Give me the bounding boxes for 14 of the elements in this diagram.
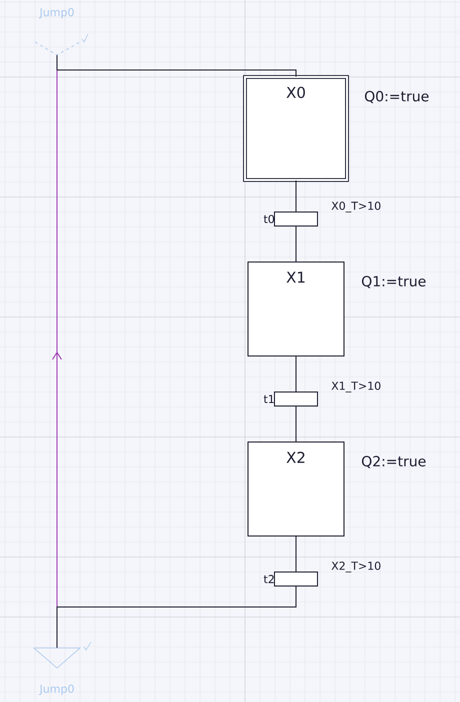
transition-name: t0 bbox=[264, 214, 274, 224]
step-box: X2 bbox=[248, 442, 344, 536]
step-box: X0 bbox=[243, 75, 349, 182]
transition-name: t1 bbox=[264, 395, 274, 404]
action-text: Q2:=true bbox=[362, 456, 426, 468]
transition-name: t2 bbox=[264, 574, 274, 584]
connector-line bbox=[56, 54, 296, 78]
transition-condition: X2_T>10 bbox=[332, 562, 380, 572]
transition-condition: X0_T>10 bbox=[332, 202, 380, 212]
transition-condition: X1_T>10 bbox=[332, 382, 380, 392]
action-text: Q0:=true bbox=[364, 90, 429, 104]
action-text: Q1:=true bbox=[362, 276, 426, 288]
connector-line bbox=[56, 586, 296, 648]
step-box: X1 bbox=[248, 262, 344, 356]
